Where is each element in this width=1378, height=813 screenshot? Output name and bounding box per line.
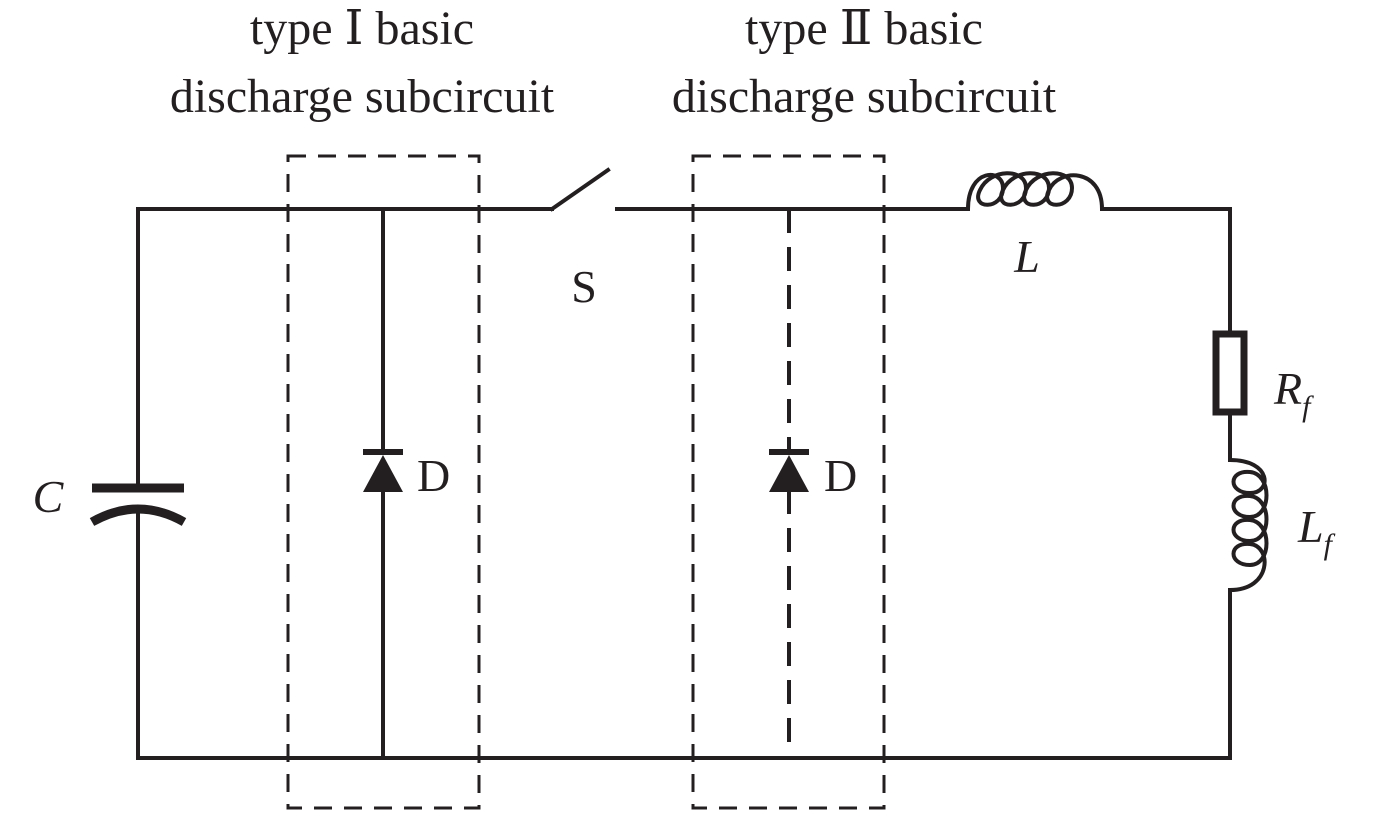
resistor-Rf-label: Rf bbox=[1273, 363, 1314, 423]
inductor-L bbox=[965, 171, 1105, 212]
type1-title-line1: type Ⅰ basic bbox=[250, 2, 474, 55]
diode2-triangle bbox=[769, 455, 809, 492]
type2-subcircuit-box bbox=[691, 154, 886, 810]
inductor-L-label: L bbox=[1013, 231, 1040, 282]
capacitor-label: C bbox=[33, 471, 65, 522]
diode1-label: D bbox=[417, 450, 450, 501]
switch-blade bbox=[549, 167, 611, 212]
type2-title-line2: discharge subcircuit bbox=[672, 70, 1057, 123]
type1-title-line2: discharge subcircuit bbox=[170, 70, 555, 123]
switch-label: S bbox=[571, 261, 597, 312]
type1-subcircuit-box bbox=[286, 154, 481, 810]
inductor-Lf bbox=[1227, 457, 1269, 593]
inductor-Lf-label: Lf bbox=[1297, 501, 1336, 561]
diode1-triangle bbox=[363, 455, 403, 492]
type2-title-line1: type Ⅱ basic bbox=[745, 2, 983, 55]
resistor-Rf bbox=[1212, 330, 1248, 416]
diode2-label: D bbox=[824, 450, 857, 501]
